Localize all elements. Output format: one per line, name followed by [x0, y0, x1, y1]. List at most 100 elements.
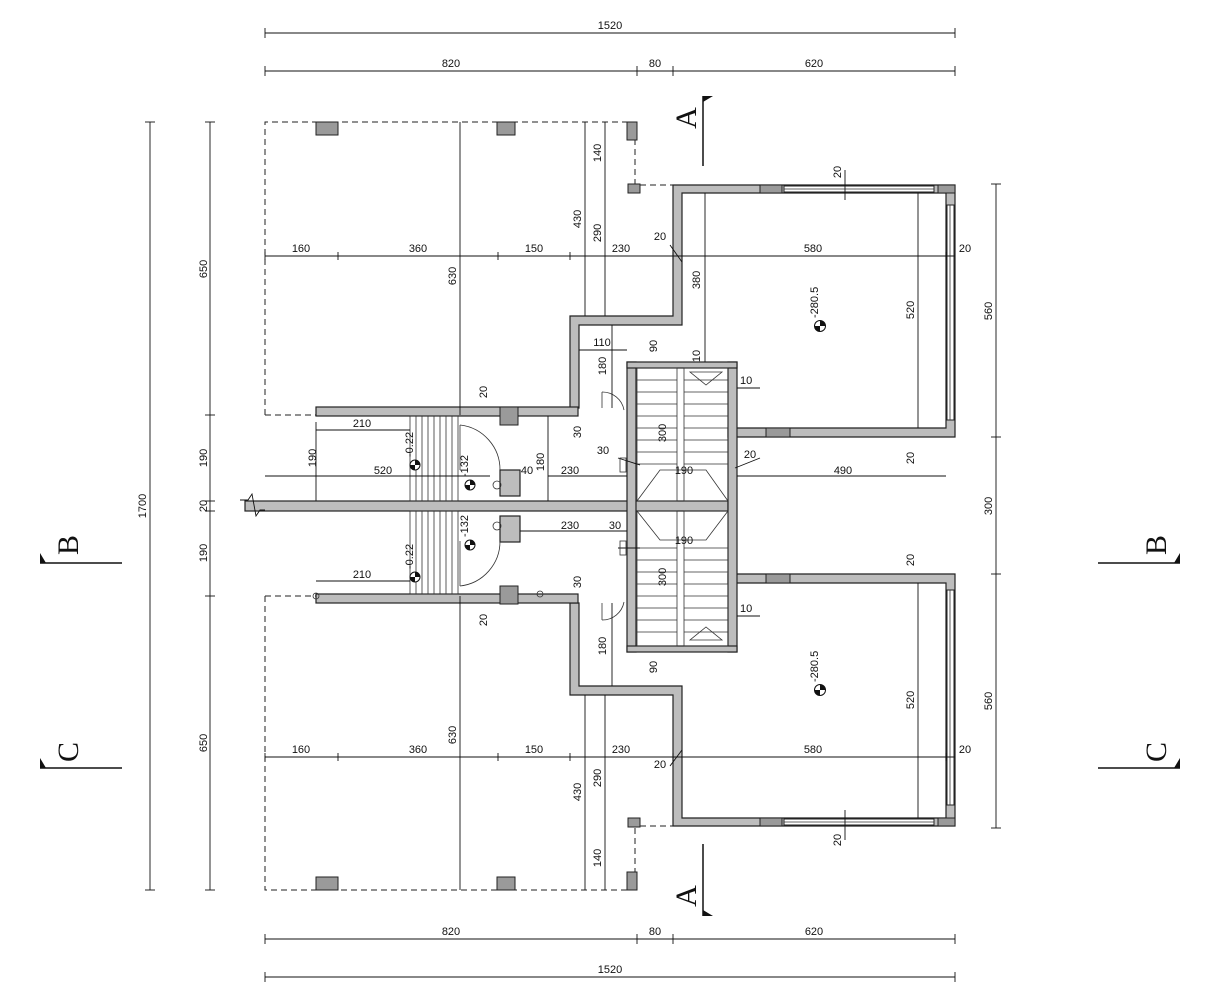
level-upper-entry: -0.22: [404, 432, 416, 457]
terrace-outlines: [264, 121, 673, 891]
dim-lower-150: 150: [525, 744, 543, 756]
dim-upper-430: 430: [572, 210, 584, 228]
dim-upper-20-window: 20: [832, 166, 844, 178]
level-upper-landing: -132: [459, 455, 471, 477]
dim-upper-10-top: 10: [691, 350, 703, 362]
dim-seg-left-bottom: 820: [442, 926, 460, 938]
dim-corridor-40: 40: [521, 465, 533, 477]
level-marker-upper-entry: -0.22: [404, 432, 421, 471]
dim-110: 110: [593, 337, 611, 349]
dim-upper-140: 140: [592, 144, 604, 162]
windows: [783, 185, 955, 826]
section-c-left: C: [52, 742, 85, 762]
level-marker-upper-room: -280.5: [809, 287, 826, 332]
dim-total-width-bottom: 1520: [598, 964, 622, 976]
dim-upper-630: 630: [447, 267, 459, 285]
dim-lower-210: 210: [353, 569, 371, 581]
level-marker-lower-entry: -0.22: [404, 544, 421, 583]
dim-lower-landing-190: 190: [675, 535, 693, 547]
internal-dimension-lines: [240, 122, 955, 890]
dim-lower-20-diag: 20: [654, 759, 666, 771]
dim-lower-140: 140: [592, 849, 604, 867]
dim-upper-150: 150: [525, 243, 543, 255]
dim-upper-90: 90: [648, 340, 660, 352]
dim-lower-20-corridor: 20: [478, 614, 490, 626]
dim-lower-360: 360: [409, 744, 427, 756]
dim-right-mid: 300: [983, 497, 995, 515]
dim-seg-right-top: 620: [805, 58, 823, 70]
dim-lower-corridor-30: 30: [609, 520, 621, 532]
dim-corridor-490: 490: [834, 465, 852, 477]
dim-upper-20-room: 20: [905, 452, 917, 464]
level-markers: -280.5 -280.5 -132 -132 -0.22 -0.22: [404, 287, 826, 696]
level-lower-entry: -0.22: [404, 544, 416, 569]
dim-seg-right-bottom: 620: [805, 926, 823, 938]
walls: [244, 184, 956, 827]
dim-upper-230: 230: [612, 243, 630, 255]
dim-left-mid-upper: 190: [198, 449, 210, 467]
right-dimensions: 560 300 560: [983, 183, 1001, 829]
dim-lower-160: 160: [292, 744, 310, 756]
dim-lower-corridor-230: 230: [561, 520, 579, 532]
dim-upper-corridor-230: 230: [561, 465, 579, 477]
dim-lower-630: 630: [447, 726, 459, 744]
dim-upper-210: 210: [353, 418, 371, 430]
dim-lower-stair-300: 300: [657, 568, 669, 586]
dim-lower-20-right: 20: [959, 744, 971, 756]
dim-lower-30-wall: 30: [572, 576, 584, 588]
level-marker-lower-room: -280.5: [809, 651, 826, 696]
level-marker-upper-landing: -132: [459, 455, 476, 491]
dim-corridor-190: 190: [307, 449, 319, 467]
dim-left-mid-lower: 190: [198, 544, 210, 562]
section-a-bottom: A: [670, 885, 703, 907]
dim-lower-20-room: 20: [905, 554, 917, 566]
stairs: [409, 367, 729, 647]
dim-right-lower: 560: [983, 692, 995, 710]
dim-upper-380: 380: [691, 271, 703, 289]
dim-upper-360: 360: [409, 243, 427, 255]
internal-dimension-texts: 160 360 150 230 580 20 20 160 360 150 23…: [292, 144, 971, 867]
section-b-left: B: [52, 535, 85, 555]
left-dimensions: 1700 650 190 20 190 650: [137, 121, 215, 891]
level-lower-room: -280.5: [809, 651, 821, 682]
dim-lower-180-door: 180: [597, 637, 609, 655]
dim-upper-20-corridor: 20: [478, 386, 490, 398]
dim-lower-520: 520: [905, 691, 917, 709]
dim-upper-180-door: 180: [597, 357, 609, 375]
dim-lower-290: 290: [592, 769, 604, 787]
dim-lower-430: 430: [572, 783, 584, 801]
dim-upper-290: 290: [592, 224, 604, 242]
dim-seg-mid-top: 80: [649, 58, 661, 70]
bottom-dimensions: 820 80 620 1520: [264, 926, 956, 982]
dim-lower-580: 580: [804, 744, 822, 756]
level-lower-landing: -132: [459, 515, 471, 537]
dim-seg-left-top: 820: [442, 58, 460, 70]
section-c-right: C: [1140, 742, 1173, 762]
dim-corridor-180: 180: [535, 453, 547, 471]
dim-lower-20-window: 20: [832, 834, 844, 846]
dim-upper-stair-300: 300: [657, 424, 669, 442]
dim-upper-160: 160: [292, 243, 310, 255]
dim-corridor-520: 520: [374, 465, 392, 477]
dim-seg-mid-bottom: 80: [649, 926, 661, 938]
section-b-right: B: [1140, 535, 1173, 555]
dim-upper-landing-190: 190: [675, 465, 693, 477]
dim-total-width-top: 1520: [598, 20, 622, 32]
dim-upper-20-right: 20: [959, 243, 971, 255]
dim-upper-520: 520: [905, 301, 917, 319]
dim-total-height: 1700: [137, 494, 149, 518]
dim-left-center: 20: [198, 500, 210, 512]
dim-lower-90: 90: [648, 661, 660, 673]
dim-lower-230: 230: [612, 744, 630, 756]
dim-right-upper: 560: [983, 302, 995, 320]
dim-core-20: 20: [744, 449, 756, 461]
dim-left-lower: 650: [198, 734, 210, 752]
top-dimensions: 1520 820 80 620: [264, 20, 956, 76]
dim-upper-30-wall: 30: [572, 426, 584, 438]
level-marker-lower-landing: -132: [459, 515, 476, 551]
section-a-top: A: [670, 107, 703, 129]
dim-upper-corridor-30: 30: [597, 445, 609, 457]
dim-left-upper: 650: [198, 260, 210, 278]
dim-upper-10-core: 10: [740, 375, 752, 387]
